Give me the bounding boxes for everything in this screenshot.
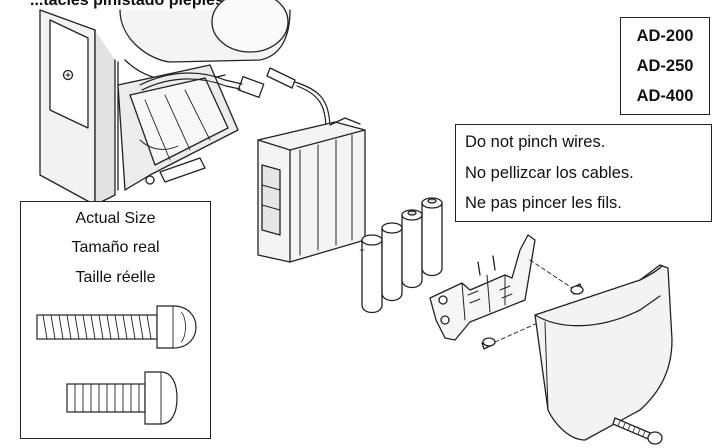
actual-size-line: Actual Size [75, 210, 156, 227]
unit-housing [39, 0, 331, 206]
top-caption: ...tacles pinistado plepies [30, 0, 224, 9]
warning-line: No pellizcar los cables. [465, 163, 634, 182]
bracket [429, 234, 536, 341]
warning-line: Ne pas pincer les fils. [465, 194, 622, 213]
warning-line: Do not pinch wires. [465, 133, 606, 152]
actual-size-box: Actual Size Tamaño real Taille réelle [20, 201, 211, 439]
bracket-screws [481, 283, 584, 350]
batteries [359, 197, 443, 314]
long-screw-icon [36, 305, 197, 349]
actual-size-line: Tamaño real [71, 239, 160, 256]
warning-box: Do not pinch wires. No pellizcar los cab… [455, 124, 712, 222]
model-label: AD-250 [636, 56, 694, 75]
battery-holder [257, 117, 366, 263]
screw-drawings [36, 305, 197, 425]
model-list: AD-200 AD-250 AD-400 [620, 17, 710, 115]
model-label: AD-200 [636, 26, 694, 45]
cover-screw [612, 417, 663, 445]
model-label: AD-400 [636, 86, 694, 105]
short-screw-icon [66, 371, 178, 425]
actual-size-line: Taille réelle [75, 269, 156, 286]
battery-cover [534, 264, 673, 441]
